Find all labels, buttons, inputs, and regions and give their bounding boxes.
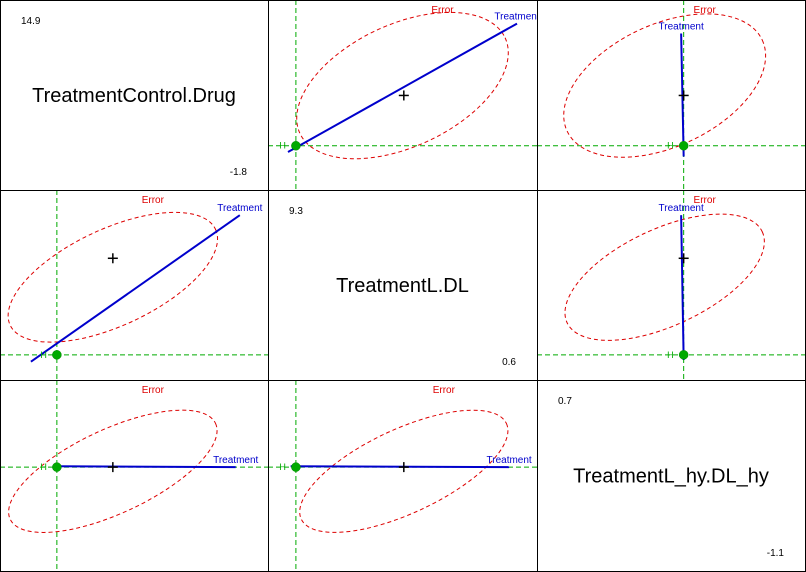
h0-point [52,350,62,360]
variable-max-label: 9.3 [289,206,303,217]
h0-point [678,350,689,360]
h0-label: H [40,462,47,472]
error-ellipse [8,409,218,533]
panel-frame [268,380,538,572]
error-ellipse [564,213,765,341]
treatment-effect-label: Treatment [213,455,258,466]
h0-label: H [667,141,674,151]
error-ellipse [563,13,767,158]
variable-min-label: -1.1 [767,548,785,559]
variable-name-label: TreatmentL_hy.DL_hy [573,466,769,488]
error-ellipse [296,11,509,160]
panel-frame [0,380,269,572]
h0-point [678,140,689,151]
variable-min-label: -1.8 [230,167,248,178]
h0-label: H [667,350,674,360]
h0-point [291,140,301,151]
error-ellipse-label: Error [142,195,165,206]
treatment-effect-label: Treatment [217,203,262,214]
h0-point [291,462,301,472]
h0-label: H [279,462,286,472]
error-ellipse-label: Error [142,385,165,396]
variable-name-label: TreatmentL.DL [336,275,469,297]
h0-label: H [40,350,47,360]
treatment-effect-label: Treatment [494,12,539,23]
h0-label: H [279,141,286,151]
variable-max-label: 0.7 [558,396,572,407]
treatment-effect-label: Treatment [659,21,704,32]
variable-max-label: 14.9 [21,16,41,27]
treatment-effect-line [30,214,241,363]
error-ellipse-label: Error [433,385,456,396]
treatment-effect-label: Treatment [659,203,704,214]
treatment-effect-line [56,465,236,469]
variable-name-label: TreatmentControl.Drug [32,85,236,107]
h0-point [52,462,62,472]
variable-min-label: 0.6 [502,357,516,368]
error-ellipse-label: Error [694,195,717,206]
error-ellipse [7,211,219,343]
treatment-effect-line [287,22,518,153]
error-ellipse-label: Error [431,5,454,16]
treatment-effect-line [680,215,685,361]
error-ellipse-label: Error [694,5,717,16]
error-ellipse [299,409,509,533]
treatment-effect-label: Treatment [487,455,532,466]
